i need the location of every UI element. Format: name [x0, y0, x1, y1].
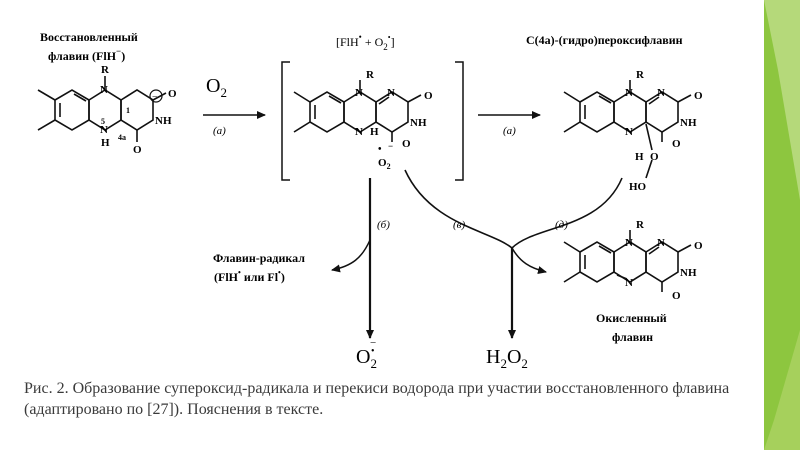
- superoxide-dot: •: [371, 346, 375, 357]
- svg-text:O: O: [133, 144, 142, 156]
- svg-text:N: N: [355, 126, 363, 138]
- svg-text:O: O: [650, 151, 659, 163]
- reduced-flavin-title: Восстановленный флавин (FlH−): [40, 30, 138, 63]
- svg-text:O2: O2: [378, 157, 391, 171]
- complex-atoms: R N N N H O NH O • − O2: [355, 69, 433, 171]
- svg-text:O: O: [672, 290, 681, 302]
- svg-text:H: H: [635, 151, 644, 163]
- svg-text:O: O: [424, 90, 433, 102]
- svg-text:N: N: [625, 87, 633, 99]
- svg-text:Окисленный: Окисленный: [596, 311, 667, 325]
- superoxide-charge: −: [370, 337, 376, 349]
- svg-text:NH: NH: [410, 117, 427, 129]
- hydroperoxy-structure: [563, 80, 692, 179]
- o2-reagent: O2: [206, 75, 227, 100]
- oxidized-flavin-label: Окисленный флавин: [596, 311, 667, 344]
- arrow-d-curve: [511, 177, 623, 249]
- reduced-flavin-structure: [37, 76, 167, 142]
- arrow-label-d: (д): [555, 219, 568, 231]
- svg-text:H: H: [101, 137, 110, 149]
- svg-text:N: N: [100, 84, 108, 96]
- svg-text:NH: NH: [680, 117, 697, 129]
- svg-text:•: •: [378, 144, 382, 155]
- svg-text:1: 1: [126, 106, 130, 115]
- svg-text:N: N: [625, 277, 633, 289]
- svg-text:R: R: [636, 69, 645, 81]
- arrow-to-oxidized: [511, 247, 547, 274]
- svg-text:O: O: [168, 88, 177, 100]
- svg-text:NH: NH: [155, 115, 172, 127]
- svg-text:NH: NH: [680, 267, 697, 279]
- oxidized-flavin-structure: [563, 230, 692, 292]
- arrow-to-radical: [331, 239, 371, 273]
- svg-text:−: −: [388, 141, 393, 151]
- arrow-label-v: (в): [453, 219, 465, 231]
- svg-text:5: 5: [101, 117, 105, 126]
- h2o2-product: H2O2: [486, 346, 528, 371]
- flavin-radical-label: Флавин-радикал (FlH• или Fl•): [213, 251, 305, 284]
- svg-text:(FlH• или Fl•): (FlH• или Fl•): [214, 268, 285, 284]
- arrow-label-a2: (а): [503, 125, 516, 137]
- arrow-label-a1: (а): [213, 125, 226, 137]
- oxidized-flavin-atoms: R N N N O NH O: [625, 219, 703, 302]
- svg-text:N: N: [100, 124, 108, 136]
- svg-text:[FlH• + O2•]: [FlH• + O2•]: [336, 32, 395, 52]
- svg-text:O: O: [694, 240, 703, 252]
- reduced-flavin-atoms: R N N H 5 1 4a O NH O: [100, 64, 177, 156]
- svg-text:−: −: [152, 92, 158, 103]
- svg-text:HO: HO: [629, 181, 647, 193]
- hydroperoxy-atoms: R N N N H O NH O O HO: [625, 69, 703, 193]
- complex-label: [FlH• + O2•]: [336, 32, 395, 52]
- decorative-green-edge: [764, 0, 800, 450]
- negative-charge-circle: −: [149, 89, 163, 103]
- arrow-label-b: (б): [377, 219, 390, 231]
- svg-text:R: R: [366, 69, 375, 81]
- svg-text:N: N: [657, 87, 665, 99]
- svg-text:O: O: [402, 138, 411, 150]
- svg-text:Флавин-радикал: Флавин-радикал: [213, 251, 305, 265]
- figure-caption: Рис. 2. Образование супероксид-радикала …: [24, 380, 730, 418]
- bracket-left: [281, 61, 290, 181]
- svg-text:флавин (FlH−): флавин (FlH−): [48, 46, 125, 63]
- svg-text:H: H: [370, 126, 379, 138]
- svg-text:N: N: [657, 237, 665, 249]
- svg-text:Восстановленный: Восстановленный: [40, 30, 138, 44]
- svg-text:N: N: [355, 87, 363, 99]
- svg-text:R: R: [101, 64, 110, 76]
- svg-text:N: N: [387, 87, 395, 99]
- svg-text:N: N: [625, 126, 633, 138]
- svg-text:флавин: флавин: [612, 330, 653, 344]
- superoxide-product: O2: [356, 346, 377, 371]
- svg-text:O: O: [694, 90, 703, 102]
- svg-text:R: R: [636, 219, 645, 231]
- hydroperoxy-title: C(4a)-(гидро)пероксифлавин: [526, 33, 683, 47]
- svg-text:O: O: [672, 138, 681, 150]
- svg-text:4a: 4a: [118, 133, 126, 142]
- arrow-v-curve: [404, 169, 513, 249]
- complex-structure: [293, 80, 422, 142]
- bracket-right: [455, 61, 464, 181]
- svg-text:N: N: [625, 237, 633, 249]
